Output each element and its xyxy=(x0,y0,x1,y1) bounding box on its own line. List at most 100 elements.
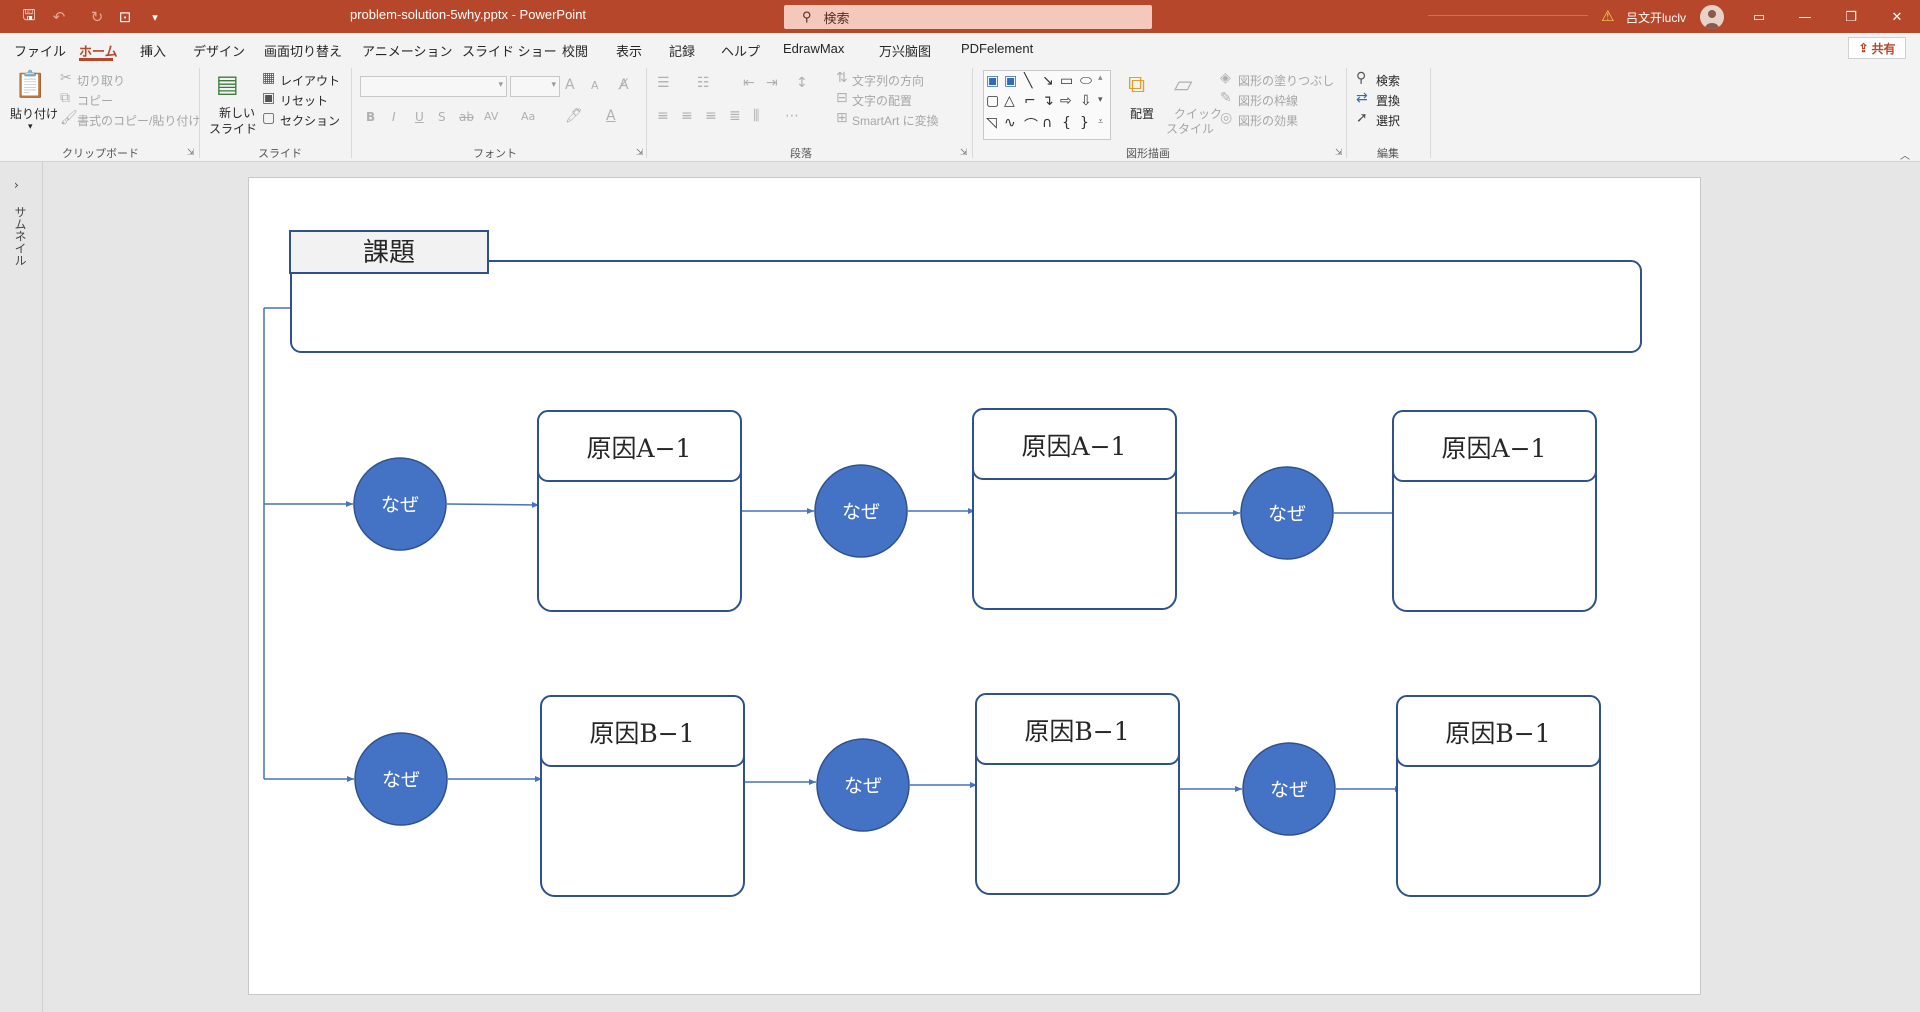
minimize-icon[interactable]: — xyxy=(1798,9,1812,25)
vertical-textbox-shape-icon[interactable]: ▣ xyxy=(1004,73,1018,89)
oval-shape-icon[interactable]: ⬭ xyxy=(1080,73,1092,89)
shape-outline-button[interactable]: 図形の枠線 xyxy=(1238,94,1299,108)
paragraph-launcher-icon[interactable]: ⇲ xyxy=(960,148,968,158)
avatar[interactable] xyxy=(1700,5,1724,29)
shape-effects-button[interactable]: 図形の効果 xyxy=(1238,114,1299,128)
tab-help[interactable]: ヘルプ xyxy=(721,44,761,59)
right-arrow-shape-icon[interactable]: ⇨ xyxy=(1060,93,1072,109)
left-brace-shape-icon[interactable]: { xyxy=(1062,115,1071,131)
new-slide-line1[interactable]: 新しい xyxy=(219,106,256,120)
right-brace-shape-icon[interactable]: } xyxy=(1080,115,1089,131)
font-launcher-icon[interactable]: ⇲ xyxy=(636,148,644,158)
drawing-launcher-icon[interactable]: ⇲ xyxy=(1335,148,1343,158)
tab-file[interactable]: ファイル xyxy=(14,44,67,59)
ribbon-display-icon[interactable]: ▭ xyxy=(1752,9,1766,25)
why-circle-b-1[interactable] xyxy=(354,732,448,826)
font-size-combo[interactable]: ▾ xyxy=(510,76,560,97)
why-circle-b-2[interactable] xyxy=(816,738,910,832)
tab-home[interactable]: ホーム xyxy=(79,44,118,59)
section-button[interactable]: セクション xyxy=(280,114,341,128)
triangle-shape-icon[interactable]: △ xyxy=(1004,93,1015,109)
arc-shape-icon[interactable]: ⌒ xyxy=(1024,118,1038,134)
align-left-icon[interactable]: ≡ xyxy=(657,108,669,124)
cause-header-b-1[interactable] xyxy=(540,695,745,767)
decrease-indent-icon[interactable]: ⇤ xyxy=(743,75,755,91)
thumbnail-label[interactable]: サムネイル xyxy=(13,206,27,266)
presentation-icon[interactable]: ⊡ xyxy=(118,8,132,26)
tab-insert[interactable]: 挿入 xyxy=(140,44,167,59)
cause-header-b-2[interactable] xyxy=(975,693,1180,765)
tab-review[interactable]: 校閲 xyxy=(562,44,589,59)
restore-icon[interactable]: ❐ xyxy=(1845,9,1857,25)
problem-label-box[interactable] xyxy=(289,230,489,274)
paste-button[interactable]: 貼り付け xyxy=(10,107,59,121)
tab-record[interactable]: 記録 xyxy=(669,44,696,59)
new-slide-icon[interactable]: ▤ xyxy=(216,70,239,98)
shadow-icon[interactable]: S xyxy=(438,110,446,124)
share-button[interactable]: ⇪ 共有 xyxy=(1848,37,1906,59)
quick-style-line1[interactable]: クイック xyxy=(1174,107,1223,121)
why-circle-a-1[interactable] xyxy=(353,457,447,551)
shape-fill-button[interactable]: 図形の塗りつぶし xyxy=(1238,74,1335,88)
reset-button[interactable]: リセット xyxy=(280,94,329,108)
select-button[interactable]: 選択 xyxy=(1376,114,1401,128)
increase-indent-icon[interactable]: ⇥ xyxy=(766,75,778,91)
align-right-icon[interactable]: ≡ xyxy=(705,108,717,124)
tab-animations[interactable]: アニメーション xyxy=(362,44,453,59)
freeform-shape-icon[interactable]: ◹ xyxy=(986,115,997,131)
tab-design[interactable]: デザイン xyxy=(193,44,246,59)
clear-format-icon[interactable]: A̸ xyxy=(619,77,629,93)
justify-icon[interactable]: ≣ xyxy=(729,108,741,124)
bullets-icon[interactable]: ☰ xyxy=(657,75,670,91)
warning-icon[interactable]: ⚠ xyxy=(1601,7,1615,25)
tab-mindmap[interactable]: 万兴脑图 xyxy=(879,44,932,59)
format-painter-button[interactable]: 書式のコピー/貼り付け xyxy=(77,114,201,128)
shrink-font-icon[interactable]: A xyxy=(591,79,599,92)
paste-dropdown-icon[interactable]: ▾ xyxy=(28,121,33,131)
rectangle-shape-icon[interactable]: ▭ xyxy=(1060,73,1074,89)
why-circle-a-3[interactable] xyxy=(1240,466,1334,560)
italic-icon[interactable]: I xyxy=(392,110,396,124)
tab-view[interactable]: 表示 xyxy=(616,44,643,59)
customize-icon[interactable]: ▾ xyxy=(152,10,158,24)
gallery-up-icon[interactable]: ▴ xyxy=(1098,73,1103,83)
down-arrow-shape-icon[interactable]: ⇩ xyxy=(1080,93,1092,109)
font-name-combo[interactable]: ▾ xyxy=(360,76,507,97)
clipboard-launcher-icon[interactable]: ⇲ xyxy=(187,148,195,158)
tab-slideshow[interactable]: スライド ショー xyxy=(462,44,557,59)
cause-header-a-2[interactable] xyxy=(972,408,1177,480)
chevron-right-icon[interactable]: › xyxy=(14,178,19,192)
scribble-shape-icon[interactable]: ∿ xyxy=(1004,115,1016,131)
rounded-rect-shape-icon[interactable]: ▢ xyxy=(986,93,1000,109)
gallery-more-icon[interactable]: ⩡ xyxy=(1098,117,1104,127)
problem-box[interactable] xyxy=(290,260,1642,353)
grow-font-icon[interactable]: A xyxy=(565,77,575,93)
align-center-icon[interactable]: ≡ xyxy=(681,108,693,124)
quick-style-icon[interactable]: ▱ xyxy=(1174,70,1193,98)
align-text-button[interactable]: 文字の配置 xyxy=(852,94,913,108)
arrange-icon[interactable]: ⧉ xyxy=(1128,70,1146,98)
search-box[interactable]: ⚲ 検索 xyxy=(784,5,1152,29)
paste-icon[interactable]: 📋 xyxy=(14,70,47,100)
close-icon[interactable]: ✕ xyxy=(1891,9,1903,25)
char-spacing-icon[interactable]: AV xyxy=(484,110,499,123)
cause-header-a-1[interactable] xyxy=(537,410,742,482)
gallery-down-icon[interactable]: ▾ xyxy=(1098,95,1103,105)
highlight-icon[interactable]: 🖊 xyxy=(565,108,583,124)
line-spacing-icon[interactable]: ↕ xyxy=(796,75,808,91)
textbox-shape-icon[interactable]: ▣ xyxy=(986,73,1000,89)
why-circle-a-2[interactable] xyxy=(814,464,908,558)
distribute-icon[interactable]: ⋯ xyxy=(785,108,799,124)
cut-button[interactable]: 切り取り xyxy=(77,74,126,88)
elbow-arrow-icon[interactable]: ↴ xyxy=(1042,93,1054,109)
strikethrough-icon[interactable]: ab xyxy=(459,110,474,124)
tab-transitions[interactable]: 画面切り替え xyxy=(264,44,343,59)
undo-icon[interactable]: ↶ xyxy=(52,8,66,26)
new-slide-line2[interactable]: スライド xyxy=(209,122,258,136)
tab-pdfelement[interactable]: PDFelement xyxy=(961,41,1034,56)
save-icon[interactable]: 🖫 xyxy=(22,5,36,24)
arrange-button[interactable]: 配置 xyxy=(1130,107,1155,121)
text-direction-button[interactable]: 文字列の方向 xyxy=(852,74,925,88)
replace-button[interactable]: 置換 xyxy=(1376,94,1401,108)
elbow-connector-icon[interactable]: ⌐ xyxy=(1024,93,1036,109)
